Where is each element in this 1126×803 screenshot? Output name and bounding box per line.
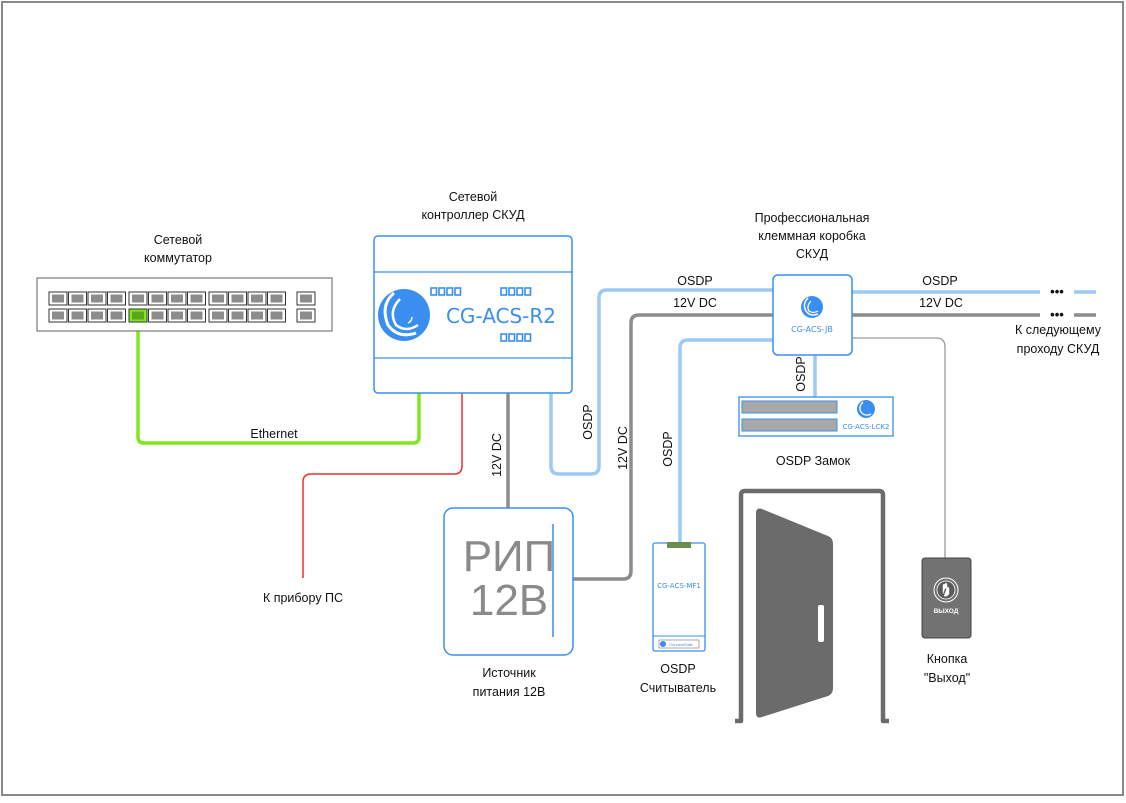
next-passage-line1: К следующему (1015, 323, 1102, 337)
controller-label-line1: Сетевой (449, 190, 498, 204)
top-power-label: 12V DC (673, 296, 717, 310)
jb-logo-icon (801, 296, 823, 318)
reader-brand: ConnectGate (669, 642, 693, 647)
reader-osdp-cable (678, 338, 773, 543)
fire-alarm-label: К прибору ПС (263, 591, 343, 605)
switch-port-socket (212, 311, 224, 320)
controller-led (446, 287, 454, 296)
switch-port-socket (151, 294, 164, 303)
out-power-label: 12V DC (919, 296, 963, 310)
switch-port-socket (190, 311, 203, 320)
jb-label-line2: клеммная коробка (758, 229, 866, 243)
osdp-lock: CG-ACS-LCK2 (738, 396, 894, 437)
next-passage-line2: проходу СКУД (1017, 342, 1100, 356)
controller-led (524, 333, 532, 342)
switch-port-socket (251, 311, 263, 320)
switch-port-socket (71, 311, 84, 320)
psu-power-cable (573, 313, 773, 581)
switch-label-line1: Сетевой (154, 233, 203, 247)
controller-led (438, 287, 446, 296)
switch-port-socket (231, 311, 244, 320)
door-icon (735, 488, 889, 724)
exit-label-line2: "Выход" (924, 671, 970, 685)
exit-button: ВЫХОД (921, 557, 972, 639)
switch-port-socket (190, 294, 203, 303)
junction-box: CG-ACS-JB (772, 274, 853, 356)
switch-port-socket (110, 311, 123, 320)
switch-port-socket (212, 294, 224, 303)
top-osdp-label: OSDP (677, 274, 712, 288)
switch-port-socket (251, 294, 263, 303)
power-continuation: ••• (1050, 307, 1064, 322)
switch-port-socket (91, 311, 103, 320)
reader-brand-icon (660, 641, 666, 647)
jb-label-line3: СКУД (796, 247, 829, 261)
switch-port-socket (171, 294, 183, 303)
switch-port-socket (132, 311, 144, 320)
lock-logo-icon (857, 400, 875, 418)
lock-label: OSDP Замок (776, 454, 851, 468)
ethernet-label: Ethernet (250, 427, 298, 441)
switch-port-socket (270, 311, 283, 320)
switch-label-line2: коммутатор (144, 251, 212, 265)
psu-to-jb-label: 12V DC (616, 426, 630, 470)
controller-label-line2: контроллер СКУД (421, 208, 525, 222)
switch-port-socket (300, 311, 312, 320)
switch-port-socket (270, 294, 283, 303)
power-supply: РИП 12В (443, 507, 574, 656)
fire-alarm-cable (302, 393, 463, 578)
switch-port-socket (151, 311, 164, 320)
switch-port-socket (52, 294, 64, 303)
psu-label-line1: Источник (482, 666, 536, 680)
reader-label-line1: OSDP (660, 662, 695, 676)
ethernet-cable (136, 325, 421, 445)
controller-leds (430, 287, 532, 342)
controller-to-jb-label: OSDP (581, 404, 595, 439)
controller-led (500, 333, 508, 342)
exit-button-cable (852, 337, 946, 558)
controller-led (508, 333, 516, 342)
osdp-reader: ConnectGate CG-ACS-MF1 (652, 542, 706, 652)
controller-osdp-cable (549, 288, 773, 476)
exit-button-face: ВЫХОД (934, 608, 959, 615)
reader-to-jb-label: OSDP (661, 431, 675, 466)
switch-port-socket (71, 294, 84, 303)
controller-model: CG-ACS-R2 (446, 304, 556, 328)
psu-label-line2: питания 12В (473, 685, 546, 699)
switch-port-socket (300, 294, 312, 303)
lock-model: CG-ACS-LCK2 (842, 423, 889, 431)
hand-icon (942, 582, 950, 597)
switch-port-socket (91, 294, 103, 303)
psu-face-line2: 12В (470, 576, 548, 625)
psu-face-line1: РИП (463, 532, 556, 581)
controller-led (500, 287, 508, 296)
controller-led (516, 287, 524, 296)
jb-model: CG-ACS-JB (791, 325, 833, 334)
jb-to-lock-label: OSDP (794, 356, 808, 391)
out-osdp-label: OSDP (922, 274, 957, 288)
network-switch (36, 277, 333, 332)
controller-led (508, 287, 516, 296)
controller-led (524, 287, 532, 296)
switch-port-socket (132, 294, 144, 303)
reader-model: CG-ACS-MF1 (657, 582, 701, 590)
exit-label-line1: Кнопка (927, 652, 968, 666)
controller-logo-icon (378, 289, 430, 341)
door-handle (818, 605, 824, 642)
jb-label-line1: Профессиональная (755, 211, 870, 225)
network-controller: CG-ACS-R2 (373, 235, 573, 394)
psu-to-controller-label: 12V DC (490, 433, 504, 477)
switch-port-socket (231, 294, 244, 303)
osdp-continuation: ••• (1050, 284, 1064, 299)
controller-led (516, 333, 524, 342)
controller-led (430, 287, 438, 296)
switch-port-socket (110, 294, 123, 303)
controller-led (454, 287, 462, 296)
switch-port-socket (171, 311, 183, 320)
reader-label-line2: Считыватель (640, 681, 716, 695)
switch-port-socket (52, 311, 64, 320)
